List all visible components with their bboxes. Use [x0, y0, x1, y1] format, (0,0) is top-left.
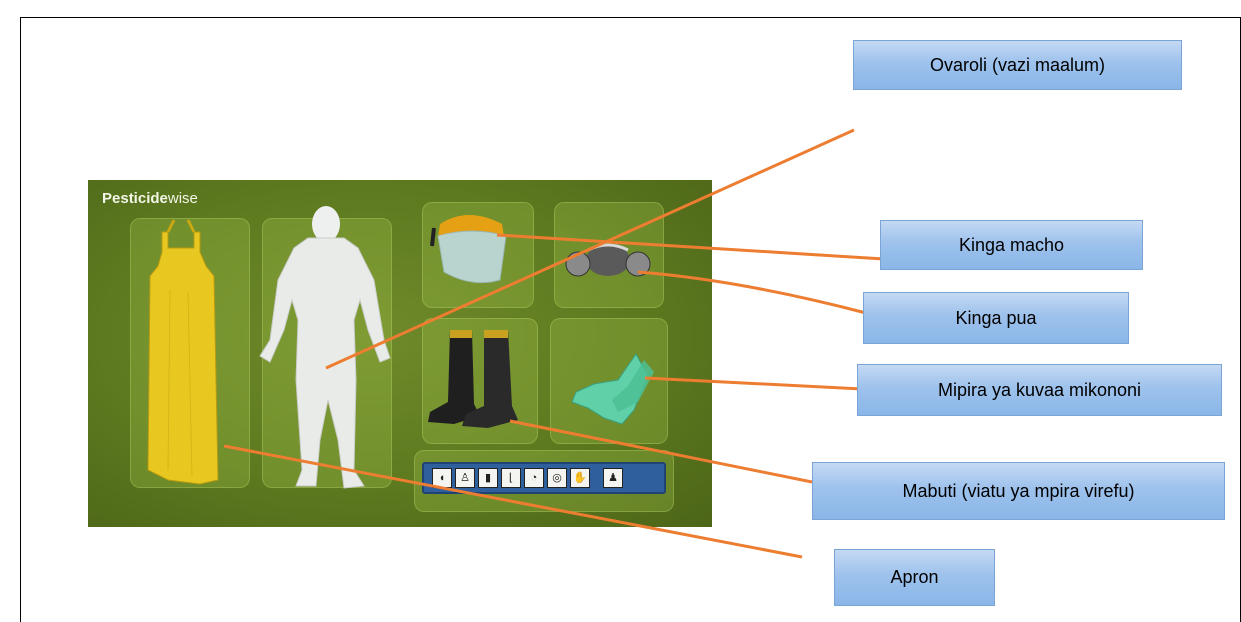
- eye-leader-line: [496, 233, 885, 261]
- frame-top-border: [20, 17, 1241, 18]
- boots-leader-line: [509, 419, 813, 484]
- coverall-illustration: [259, 206, 391, 489]
- person-icon: ♟: [603, 468, 623, 488]
- apron-illustration: [147, 219, 219, 485]
- face-shield-illustration: [430, 215, 507, 284]
- overall-leader-line: [325, 128, 855, 370]
- brand-logo: Pesticidewise: [102, 190, 198, 207]
- label-apron: Apron: [834, 549, 995, 606]
- nose-leader-line: [637, 270, 867, 315]
- respirator-illustration: [565, 243, 651, 277]
- ppe-illustrations: [147, 206, 654, 489]
- coverall-icon: ♙: [455, 468, 475, 488]
- label-eye-protection: Kinga macho: [880, 220, 1143, 270]
- gloves-illustration: [571, 353, 654, 425]
- boots-illustration: [428, 330, 518, 428]
- frame-left-border: [20, 17, 21, 622]
- label-gloves: Mipira ya kuvaa mikononi: [857, 364, 1222, 416]
- suit-icon: ▮: [478, 468, 498, 488]
- gloves-icon: ✋: [570, 468, 590, 488]
- ppe-photo: Pesticidewise: [88, 180, 712, 527]
- gloves-leader-line: [644, 376, 863, 391]
- label-boots: Mabuti (viatu ya mpira virefu): [812, 462, 1225, 520]
- face-shield-icon: ◔: [524, 468, 544, 488]
- apron-leader-line: [223, 444, 803, 559]
- respirator-icon: ◎: [547, 468, 567, 488]
- boots-icon: ⌊: [501, 468, 521, 488]
- label-nose-protection: Kinga pua: [863, 292, 1129, 344]
- label-overall: Ovaroli (vazi maalum): [853, 40, 1182, 90]
